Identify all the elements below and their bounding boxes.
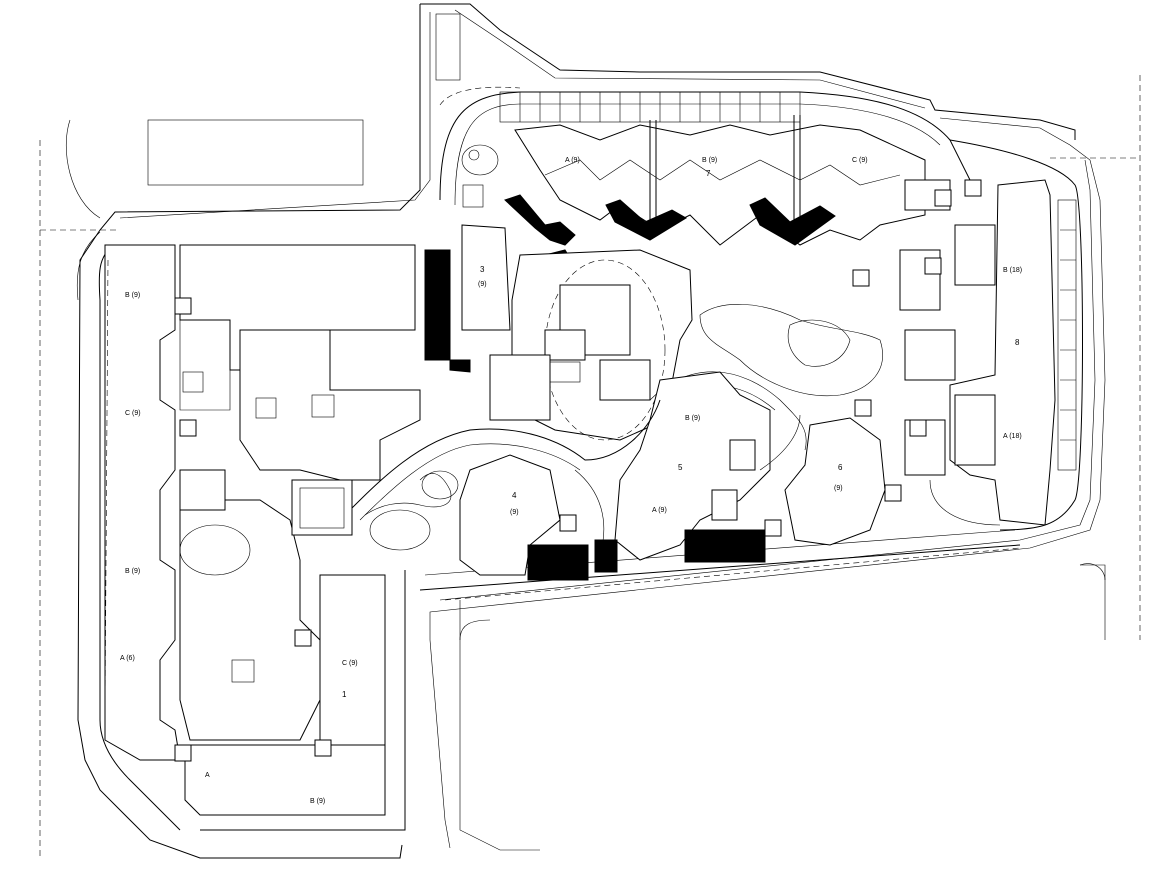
label-west-2: C (9) <box>125 410 141 417</box>
label-south-4: B (9) <box>310 798 325 805</box>
label-west-1: B (9) <box>125 292 140 299</box>
west-building-complex <box>104 244 421 816</box>
label-building-3: 3 <box>480 265 485 274</box>
landmark-markers <box>174 179 982 762</box>
label-west-4: A (6) <box>120 655 135 662</box>
building-5 <box>614 371 771 561</box>
north-parking-strip <box>499 91 801 123</box>
label-south-2: 1 <box>342 690 347 699</box>
label-building-6-sub: (9) <box>834 485 843 492</box>
label-building-6: 6 <box>838 463 843 472</box>
building-labels: 4 (9) 5 A (9) B (9) 6 (9) 3 (9) A (9) B … <box>120 157 1022 805</box>
label-building-8b: B (18) <box>1003 267 1022 274</box>
clubhouse <box>489 249 693 441</box>
label-building-7c: C (9) <box>852 157 868 164</box>
label-west-3: B (9) <box>125 568 140 575</box>
south-parking-blocks <box>527 529 766 581</box>
label-building-8: 8 <box>1015 338 1020 347</box>
label-building-4-sub: (9) <box>510 509 519 516</box>
label-building-8a: A (18) <box>1003 433 1022 440</box>
label-building-4: 4 <box>512 491 517 500</box>
building-7-block <box>504 115 926 246</box>
site-boundary <box>39 3 1141 860</box>
building-8 <box>899 179 1077 526</box>
building-6 <box>784 417 886 546</box>
label-building-3-sub: (9) <box>478 281 487 288</box>
label-south-1: C (9) <box>342 660 358 667</box>
label-building-5-tower: B (9) <box>685 415 700 422</box>
label-building-7b: B (9) <box>702 157 717 164</box>
label-building-7: 7 <box>706 169 711 178</box>
garden-circles <box>461 144 499 208</box>
central-path <box>349 399 801 556</box>
label-building-5: 5 <box>678 463 683 472</box>
label-south-3: A <box>205 772 210 779</box>
label-building-7a: A (9) <box>565 157 580 164</box>
fence-lines <box>104 86 1021 721</box>
label-building-5-sub: A (9) <box>652 507 667 514</box>
